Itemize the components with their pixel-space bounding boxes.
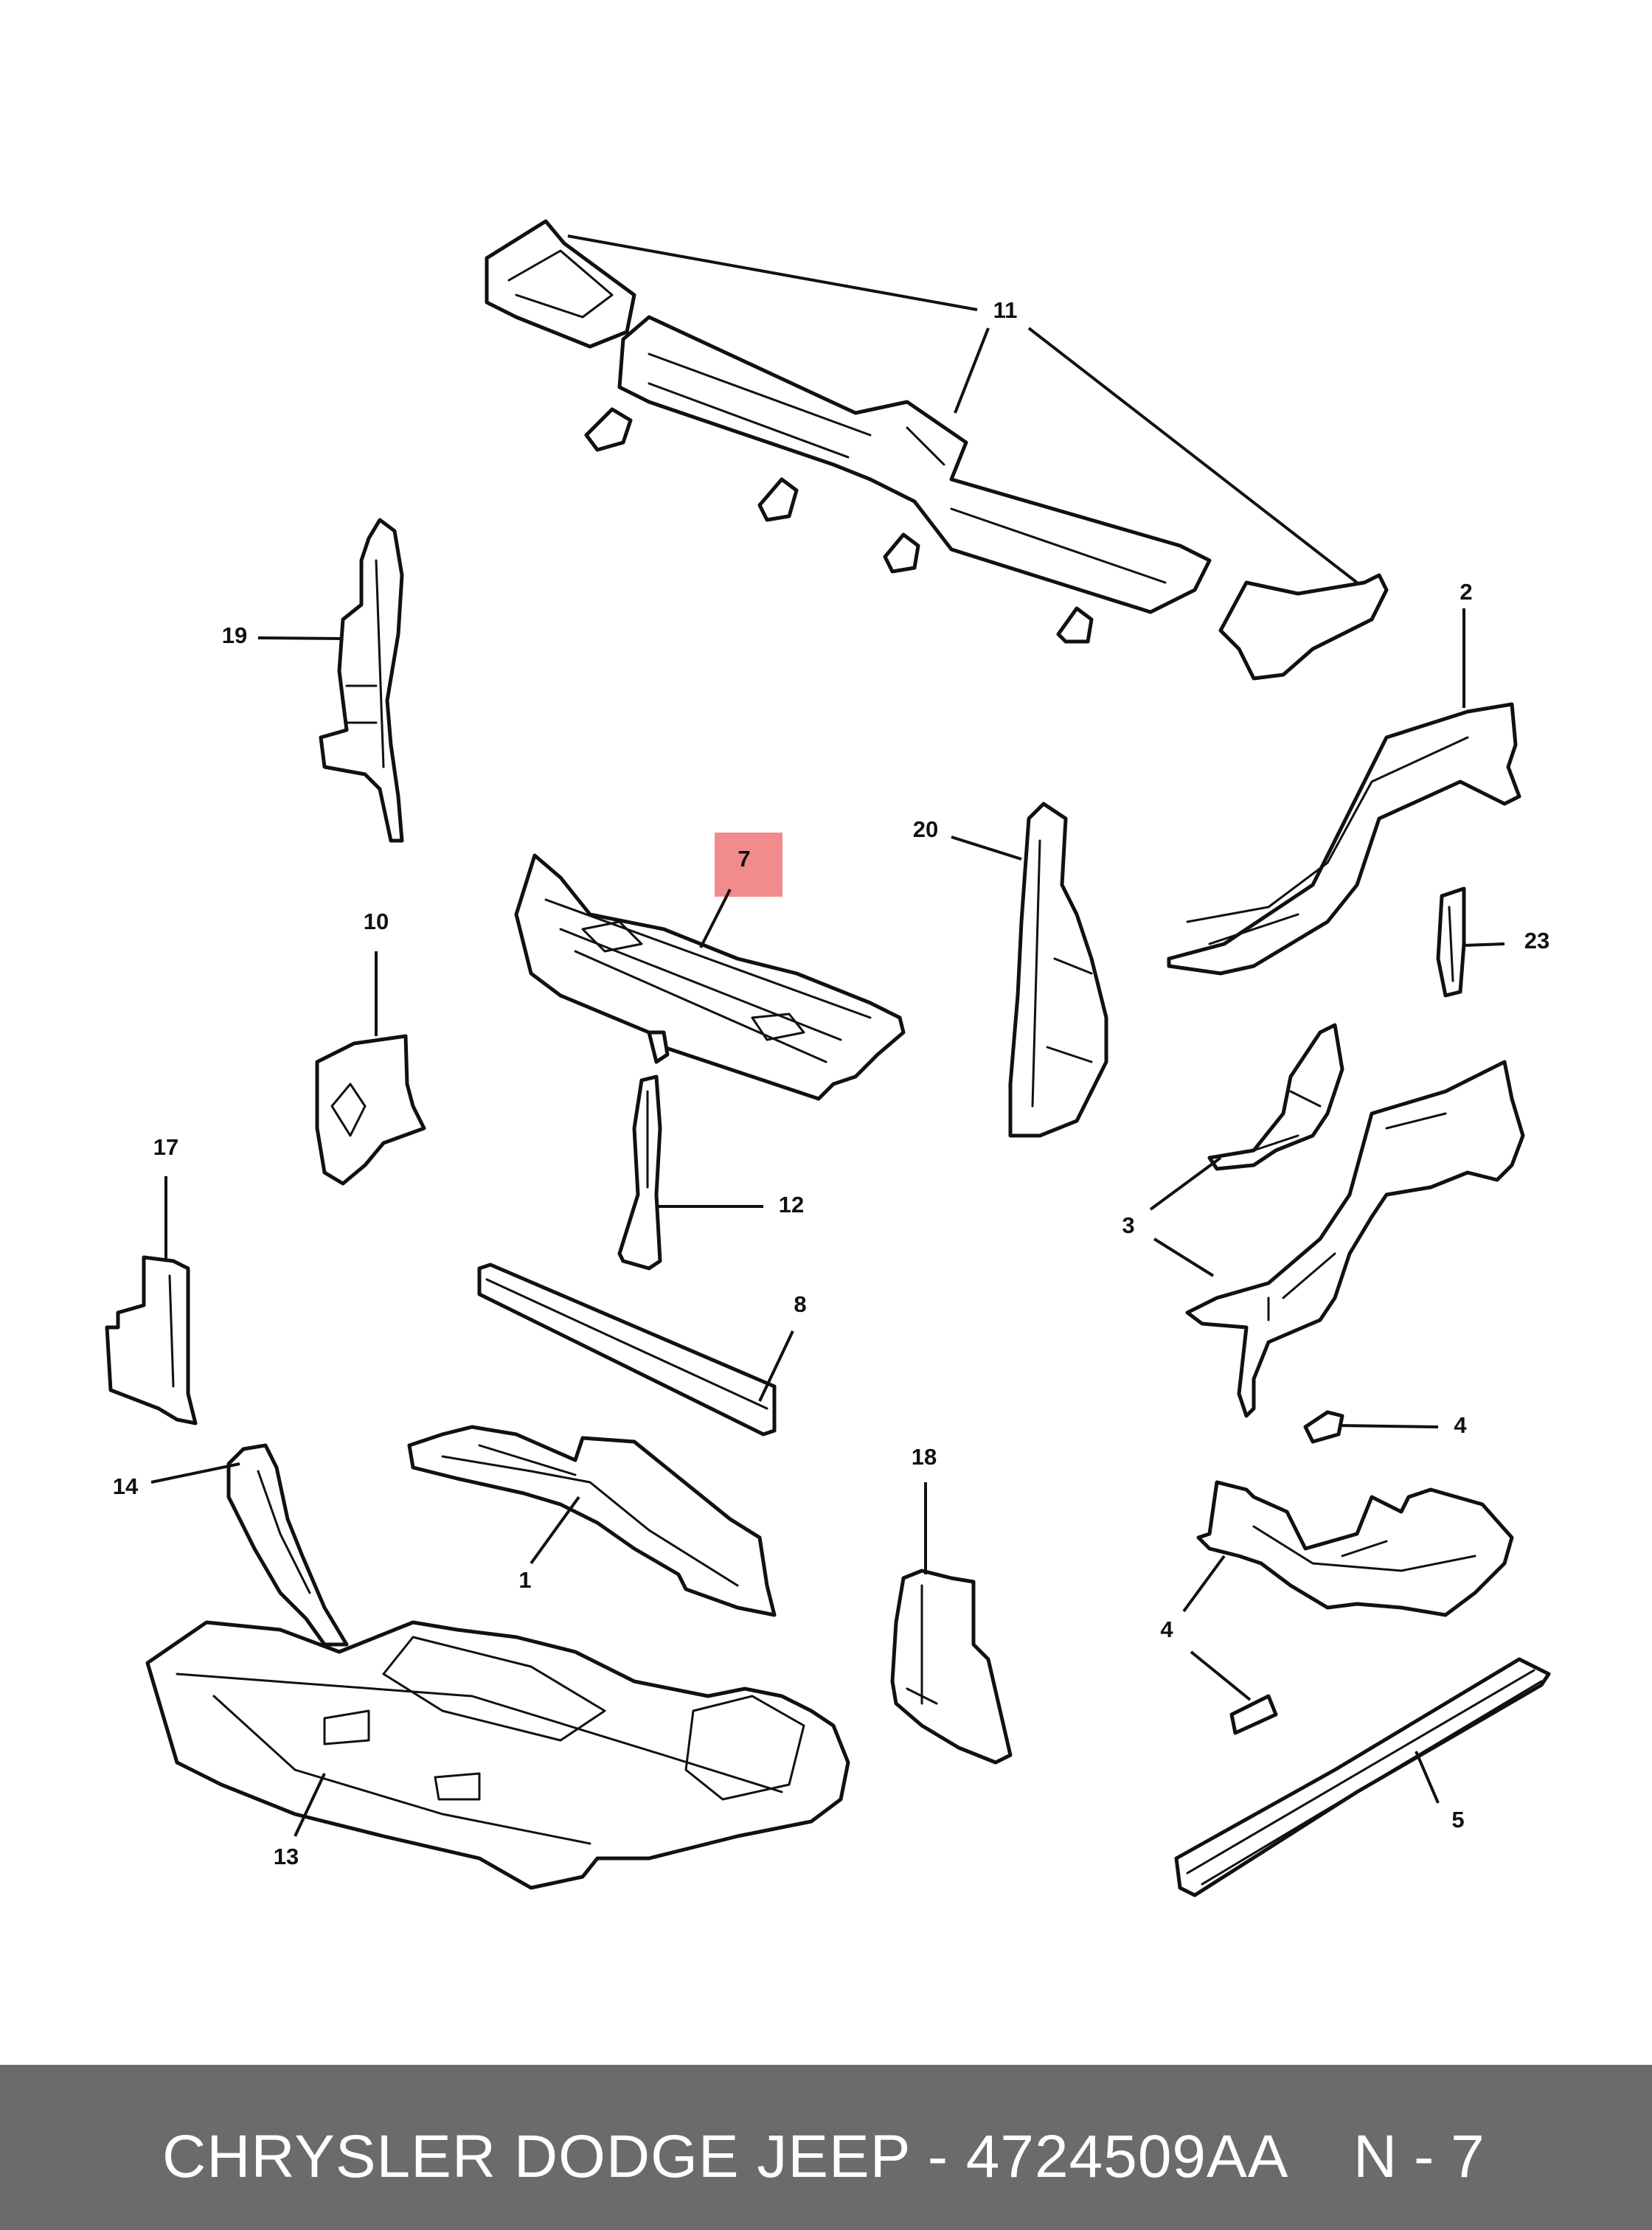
part-4-bracket-small[interactable] — [1229, 1694, 1278, 1735]
part-17-panel[interactable] — [105, 1255, 198, 1425]
part-20-pillar[interactable] — [1008, 802, 1108, 1138]
diagram-reference: N - 7 — [1353, 2123, 1485, 2190]
footer-bar: CHRYSLER DODGE JEEP - 4724509AA N - 7 — [0, 2065, 1652, 2230]
part-7-cowl-panel[interactable] — [514, 853, 906, 1101]
callout-18: 18 — [912, 1444, 937, 1470]
callout-4-upper: 4 — [1454, 1412, 1467, 1438]
part-23-clip[interactable] — [1436, 886, 1466, 998]
callout-7: 7 — [738, 846, 750, 872]
part-11-crossmember[interactable] — [485, 219, 1389, 681]
part-12-brace[interactable] — [617, 1074, 662, 1271]
callout-20: 20 — [913, 816, 938, 842]
callout-8: 8 — [794, 1291, 806, 1317]
callout-14: 14 — [113, 1473, 139, 1499]
callout-2: 2 — [1460, 579, 1472, 605]
callout-19: 19 — [222, 622, 247, 648]
part-number-title: CHRYSLER DODGE JEEP - 4724509AA — [162, 2123, 1289, 2190]
callout-4-lower: 4 — [1160, 1616, 1173, 1642]
part-3-lower[interactable] — [1185, 1060, 1525, 1418]
part-19-bracket[interactable] — [319, 518, 404, 843]
part-1-frame-rail[interactable] — [407, 1425, 777, 1617]
part-5-sill[interactable] — [1174, 1657, 1551, 1897]
leader-lines — [150, 235, 1505, 1837]
part-3-upper[interactable] — [1207, 1023, 1344, 1171]
part-4-floor-pan[interactable] — [1196, 1480, 1514, 1617]
part-8-rail[interactable] — [477, 1262, 777, 1437]
part-2-rail[interactable] — [1167, 702, 1521, 976]
callout-23: 23 — [1524, 928, 1549, 954]
callout-highlight-7 — [715, 833, 782, 897]
parts-exploded-diagram: 11 2 19 20 7 10 23 12 17 3 8 4 18 14 1 4… — [105, 219, 1551, 1897]
part-4-small-bracket[interactable] — [1303, 1410, 1344, 1444]
callout-3: 3 — [1122, 1212, 1134, 1238]
callout-12: 12 — [779, 1192, 804, 1218]
callout-13: 13 — [274, 1844, 299, 1869]
callout-1: 1 — [518, 1567, 531, 1593]
callout-10: 10 — [364, 909, 389, 934]
part-14-strut[interactable] — [226, 1443, 349, 1647]
callout-11: 11 — [993, 297, 1018, 323]
part-18-panel[interactable] — [890, 1569, 1013, 1765]
part-10-bracket[interactable] — [315, 1034, 426, 1186]
part-13-cradle[interactable] — [145, 1620, 850, 1890]
callout-5: 5 — [1451, 1807, 1464, 1833]
callout-labels: 11 2 19 20 7 10 23 12 17 3 8 4 18 14 1 4… — [113, 297, 1549, 1869]
callout-17: 17 — [153, 1134, 178, 1160]
